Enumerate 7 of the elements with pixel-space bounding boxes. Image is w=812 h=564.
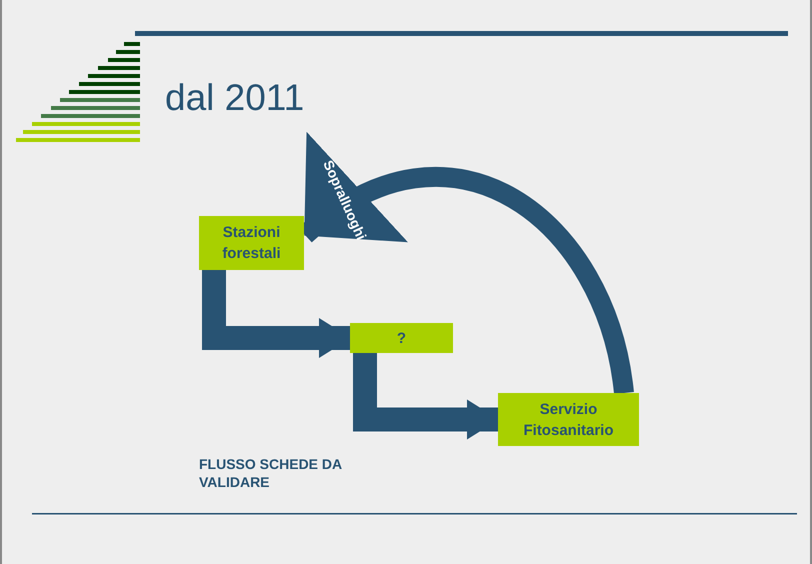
process-box: Stazioni forestali xyxy=(199,216,304,270)
process-box: ? xyxy=(350,323,453,353)
note-text: FLUSSO SCHEDE DA VALIDARE xyxy=(199,455,343,491)
title: dal 2011 xyxy=(165,76,304,120)
arrow xyxy=(353,353,499,440)
process-box: Servizio Fitosanitario xyxy=(498,393,639,446)
arrow xyxy=(202,270,351,358)
